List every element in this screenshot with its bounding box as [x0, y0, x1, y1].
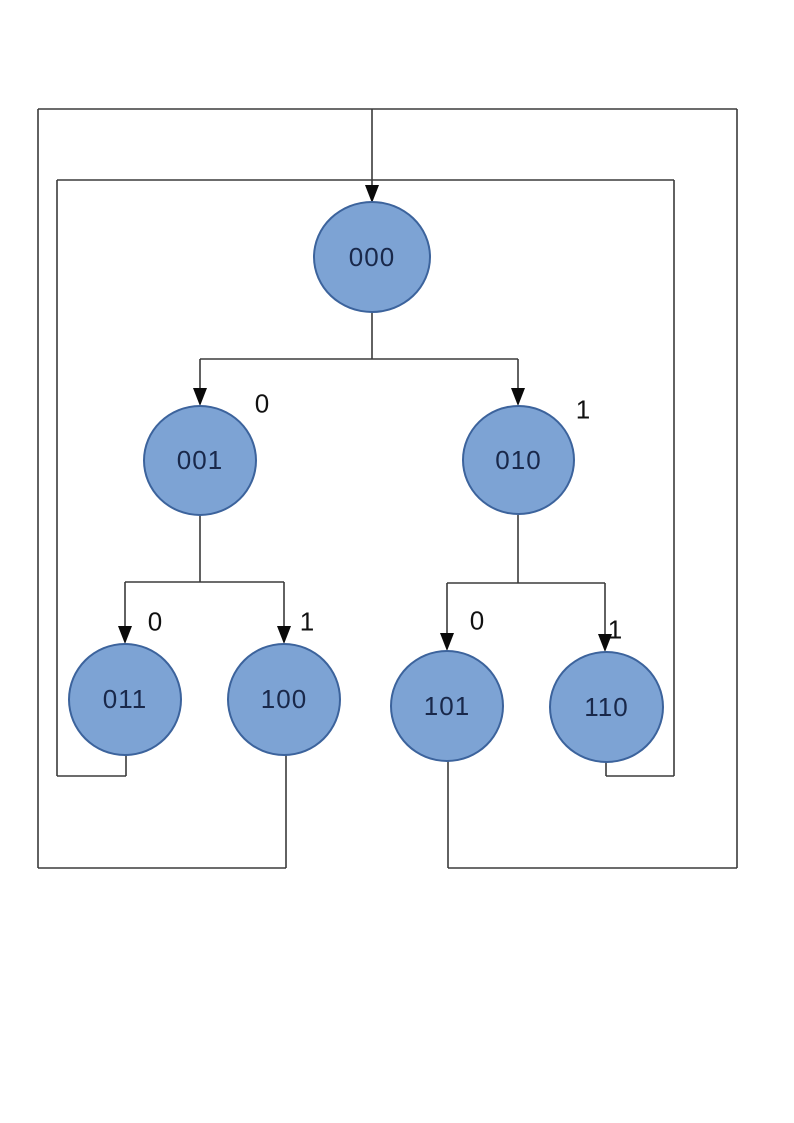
- edge-label-000-to-010: 1: [575, 394, 591, 425]
- edge-label-001-to-011: 0: [147, 606, 163, 637]
- feedback-loop-inner: [56, 179, 675, 777]
- state-node-000: 000: [313, 201, 431, 313]
- state-node-010: 010: [462, 405, 575, 515]
- state-node-100: 100: [227, 643, 341, 756]
- feedback-loop-outer: [37, 108, 738, 869]
- edge-label-000-to-001: 0: [254, 388, 270, 419]
- arrowhead-101: [440, 633, 454, 651]
- edge-label-001-to-100: 1: [299, 606, 315, 637]
- edge-into-000: [365, 109, 379, 203]
- arrowhead-000: [365, 185, 379, 203]
- arrowhead-010: [511, 388, 525, 406]
- edge-label-010-to-110: 1: [607, 614, 623, 645]
- arrowhead-100: [277, 626, 291, 644]
- edges-from-010: [440, 515, 612, 652]
- state-node-101: 101: [390, 650, 504, 762]
- arrowhead-001: [193, 388, 207, 406]
- edge-label-010-to-101: 0: [469, 605, 485, 636]
- state-node-011: 011: [68, 643, 182, 756]
- edges-from-001: [118, 516, 291, 644]
- state-node-110: 110: [549, 651, 664, 763]
- edges-from-000: [193, 313, 525, 406]
- arrowhead-110: [598, 634, 612, 652]
- state-node-001: 001: [143, 405, 257, 516]
- arrowhead-011: [118, 626, 132, 644]
